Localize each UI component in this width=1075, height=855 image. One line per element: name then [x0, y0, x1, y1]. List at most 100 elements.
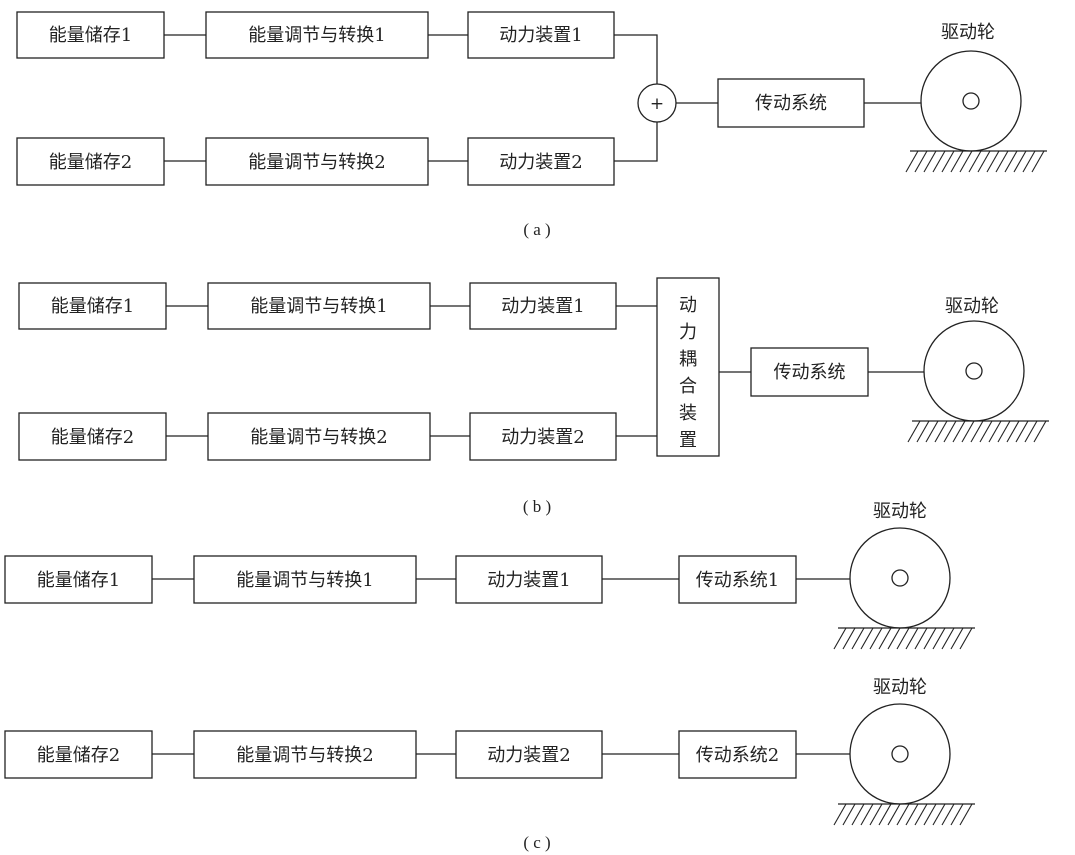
ground-hatch-stroke — [952, 420, 966, 443]
ground-hatch-stroke — [1033, 420, 1047, 443]
c-transmission-2-label: 传动系统2 — [696, 745, 779, 766]
ground-hatch-stroke — [833, 803, 847, 826]
a-ground-hatch — [905, 150, 1045, 173]
ground-hatch-stroke — [941, 627, 955, 650]
b-power-2-box — [469, 412, 617, 461]
ground-hatch-stroke — [923, 627, 937, 650]
c-ground-hatch-1 — [833, 627, 973, 650]
ground-hatch-stroke — [986, 150, 1000, 173]
ground-hatch-stroke — [932, 803, 946, 826]
a-summing-symbol: + — [650, 94, 664, 114]
c-storage-2-label: 能量储存2 — [37, 745, 120, 766]
ground-hatch-stroke — [988, 420, 1002, 443]
a-transmission-label: 传动系统 — [755, 93, 827, 114]
ground-hatch-stroke — [860, 627, 874, 650]
ground-hatch-stroke — [1015, 420, 1029, 443]
c-transmission-2-box — [678, 730, 797, 779]
ground-hatch-stroke — [842, 627, 856, 650]
c-regulation-1-box — [193, 555, 417, 604]
a-link-to-sum — [614, 34, 658, 84]
c-storage-1-label: 能量储存1 — [37, 570, 120, 591]
ground-hatch-stroke — [887, 627, 901, 650]
a-power-2-box — [467, 137, 615, 186]
a-power-1-label: 动力装置1 — [499, 25, 582, 46]
ground-hatch-stroke — [878, 803, 892, 826]
b-coupling-char: 动 — [679, 295, 697, 316]
c-regulation-2-label: 能量调节与转换2 — [236, 745, 373, 766]
b-regulation-2-box — [207, 412, 431, 461]
a-storage-2-box — [16, 137, 165, 186]
b-power-coupling-box — [656, 277, 720, 457]
diagram-a: 能量储存1 能量调节与转换1 动力装置1 能量储存2 能量调节与转换2 动力装置… — [16, 11, 1047, 186]
ground-hatch-stroke — [923, 803, 937, 826]
ground-hatch-stroke — [970, 420, 984, 443]
ground-hatch-stroke — [842, 803, 856, 826]
a-power-1-box — [467, 11, 615, 59]
ground-hatch-stroke — [932, 150, 946, 173]
c-wheel-2-hub — [891, 745, 909, 763]
c-ground-hatch-2 — [833, 803, 973, 826]
b-regulation-1-label: 能量调节与转换1 — [250, 296, 387, 317]
a-regulation-1-box — [205, 11, 429, 59]
c-power-1-box — [455, 555, 603, 604]
ground-hatch-stroke — [914, 803, 928, 826]
ground-hatch-stroke — [1013, 150, 1027, 173]
b-wheel-label: 驱动轮 — [945, 296, 999, 317]
b-coupling-char: 装 — [679, 403, 697, 424]
ground-hatch-stroke — [905, 627, 919, 650]
ground-hatch-stroke — [934, 420, 948, 443]
c-regulation-1-label: 能量调节与转换1 — [236, 570, 373, 591]
a-storage-1-box — [16, 11, 165, 59]
ground-hatch-stroke — [950, 627, 964, 650]
ground-hatch-stroke — [959, 803, 973, 826]
a-wheel-label: 驱动轮 — [941, 22, 995, 43]
ground-hatch-stroke — [950, 150, 964, 173]
caption-b: ( b ) — [523, 497, 551, 516]
b-storage-2-label: 能量储存2 — [51, 427, 134, 448]
b-coupling-char: 合 — [679, 376, 697, 397]
caption-c: ( c ) — [523, 833, 550, 852]
ground-hatch-stroke — [860, 803, 874, 826]
a-regulation-1-label: 能量调节与转换1 — [248, 25, 385, 46]
ground-hatch-stroke — [916, 420, 930, 443]
ground-hatch-stroke — [1031, 150, 1045, 173]
ground-hatch-stroke — [941, 803, 955, 826]
ground-hatch-stroke — [959, 627, 973, 650]
ground-hatch-stroke — [869, 627, 883, 650]
ground-hatch-stroke — [959, 150, 973, 173]
ground-hatch-stroke — [977, 150, 991, 173]
ground-hatch-stroke — [1004, 150, 1018, 173]
diagram-b: 能量储存1 能量调节与转换1 动力装置1 能量储存2 能量调节与转换2 动力装置… — [18, 277, 1049, 461]
c-power-2-label: 动力装置2 — [487, 745, 570, 766]
caption-a: ( a ) — [523, 220, 550, 239]
b-regulation-2-label: 能量调节与转换2 — [250, 427, 387, 448]
ground-hatch-stroke — [1006, 420, 1020, 443]
ground-hatch-stroke — [925, 420, 939, 443]
a-storage-1-label: 能量储存1 — [49, 25, 132, 46]
ground-hatch-stroke — [905, 150, 919, 173]
b-power-1-label: 动力装置1 — [501, 296, 584, 317]
diagram-c: 能量储存1 能量调节与转换1 动力装置1 传动系统1 驱动轮 能量储存2 能量调… — [4, 501, 975, 826]
ground-hatch-stroke — [833, 627, 847, 650]
c-power-1-label: 动力装置1 — [487, 570, 570, 591]
b-regulation-1-box — [207, 282, 431, 330]
ground-hatch-stroke — [914, 627, 928, 650]
c-storage-2-box — [4, 730, 153, 779]
b-storage-2-box — [18, 412, 167, 461]
a-transmission-box — [717, 78, 865, 128]
ground-hatch-stroke — [961, 420, 975, 443]
ground-hatch-stroke — [1022, 150, 1036, 173]
b-storage-1-box — [18, 282, 167, 330]
ground-hatch-stroke — [896, 627, 910, 650]
ground-hatch-stroke — [941, 150, 955, 173]
c-transmission-1-box — [678, 555, 797, 604]
c-wheel-2-label: 驱动轮 — [873, 677, 927, 698]
b-coupling-char: 耦 — [679, 349, 697, 370]
ground-hatch-stroke — [979, 420, 993, 443]
b-transmission-box — [750, 347, 869, 397]
ground-hatch-stroke — [1024, 420, 1038, 443]
b-wheel-hub — [965, 362, 983, 380]
b-coupling-char: 力 — [679, 322, 697, 343]
c-power-2-box — [455, 730, 603, 779]
